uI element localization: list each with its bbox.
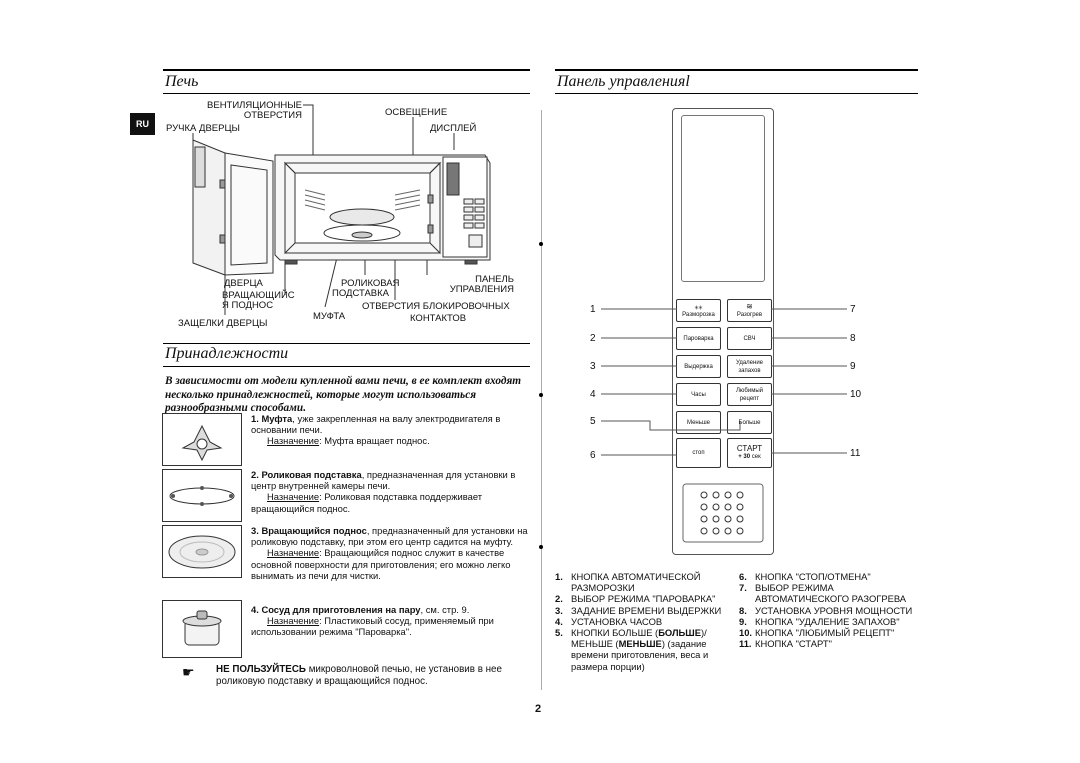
legend-left: 1.КНОПКА АВТОМАТИЧЕСКОЙ РАЗМОРОЗКИ 2.ВЫБ… (555, 571, 730, 672)
legend-item-2: 2.ВЫБОР РЕЖИМА "ПАРОВАРКА" (555, 593, 716, 605)
label-panel-2: УПРАВЛЕНИЯ (449, 284, 514, 295)
divider-dot-3 (539, 545, 543, 549)
oven-illustration (192, 104, 491, 315)
panel-title-underline (555, 93, 918, 94)
language-badge: RU (130, 113, 155, 135)
label-latch-holes-2: КОНТАКТОВ (410, 313, 467, 324)
callout-11: 11 (850, 448, 861, 459)
label-panel-1: ПАНЕЛЬ (475, 274, 514, 285)
divider-dot-2 (539, 393, 543, 397)
legend-right: 6.КНОПКА "СТОП/ОТМЕНА" 7.ВЫБОР РЕЖИМА АВ… (739, 571, 919, 649)
label-turntable-1: ВРАЩАЮЩИЙС (222, 290, 295, 301)
turntable-image (162, 525, 242, 578)
legend-item-4: 4.УСТАНОВКА ЧАСОВ (555, 615, 663, 627)
roller-ring-image (162, 469, 242, 522)
oven-title: Печь (165, 73, 199, 90)
divider-dot-1 (539, 242, 543, 246)
less-button[interactable]: Меньше (676, 411, 721, 434)
accessories-intro: В зависимости от модели купленной вами п… (165, 375, 522, 415)
start-button[interactable]: СТАРТ + 30 сек (727, 438, 772, 468)
callout-3: 3 (590, 361, 596, 372)
label-light: ОСВЕЩЕНИЕ (385, 107, 448, 118)
panel-top-rule (555, 69, 918, 71)
defrost-button[interactable]: ⁎⁎Разморозка (676, 299, 721, 322)
legend-item-5: 5.КНОПКИ БОЛЬШЕ (БОЛЬШЕ)/ МЕНЬШЕ (МЕНЬШЕ… (555, 627, 709, 672)
accessory-item-3: 3. Вращающийся поднос, предназначенный д… (251, 525, 528, 581)
accessories-title: Принадлежности (165, 345, 289, 362)
center-divider (541, 110, 542, 690)
legend-item-11: 11.КНОПКА "СТАРТ" (739, 638, 832, 650)
callout-7: 7 (850, 304, 856, 315)
label-vents-1: ВЕНТИЛЯЦИОННЫЕ (207, 100, 302, 111)
accessory-item-1: 1. Муфта, уже закрепленная на валу элект… (251, 413, 501, 447)
label-display: ДИСПЛЕЙ (430, 123, 477, 134)
callout-4: 4 (590, 389, 596, 400)
legend-item-6: 6.КНОПКА "СТОП/ОТМЕНА" (739, 571, 871, 582)
stop-button[interactable]: стоп (676, 438, 721, 468)
accessories-top-rule (163, 343, 530, 344)
accessories-title-underline (163, 366, 530, 367)
callout-1: 1 (590, 304, 596, 315)
callout-lines (601, 308, 847, 456)
turntable-warning: НЕ ПОЛЬЗУЙТЕСЬ микроволновой печью, не у… (216, 664, 502, 687)
legend-item-9: 9.КНОПКА "УДАЛЕНИЕ ЗАПАХОВ" (739, 615, 900, 627)
coupler-image (162, 413, 242, 466)
callout-2: 2 (590, 333, 596, 344)
label-roller-1: РОЛИКОВАЯ (341, 278, 400, 289)
callout-5: 5 (590, 416, 596, 427)
accessory-item-2: 2. Роликовая подставка, предназначенная … (251, 469, 516, 514)
label-latches: ЗАЩЕЛКИ ДВЕРЦЫ (178, 318, 268, 329)
legend-item-7: 7.ВЫБОР РЕЖИМА АВТОМАТИЧЕСКОГО РАЗОГРЕВА (739, 582, 907, 605)
oven-title-underline (163, 93, 530, 94)
label-handle: РУЧКА ДВЕРЦЫ (166, 123, 240, 134)
label-coupler: МУФТА (313, 311, 346, 322)
legend-item-1: 1.КНОПКА АВТОМАТИЧЕСКОЙ РАЗМОРОЗКИ (555, 571, 701, 594)
callout-10: 10 (850, 389, 862, 400)
legend-item-3: 3.ЗАДАНИЕ ВРЕМЕНИ ВЫДЕРЖКИ (555, 604, 722, 616)
more-button[interactable]: Больше (727, 411, 772, 434)
callout-6: 6 (590, 450, 596, 461)
steam-cooker-image (162, 600, 242, 658)
label-door: ДВЕРЦА (224, 278, 263, 289)
label-roller-2: ПОДСТАВКА (332, 288, 390, 299)
accessory-item-4: 4. Сосуд для приготовления на пару, см. … (251, 604, 494, 638)
oven-top-rule (163, 69, 530, 71)
legend-item-10: 10.КНОПКА "ЛЮБИМЫЙ РЕЦЕПТ" (739, 627, 895, 639)
label-turntable-2: Я ПОДНОС (222, 300, 274, 311)
clock-button[interactable]: Часы (676, 383, 721, 406)
control-panel-display (681, 115, 765, 282)
callout-9: 9 (850, 361, 856, 372)
label-vents-2: ОТВЕРСТИЯ (243, 110, 302, 121)
control-panel-title: Панель управленияl (557, 73, 690, 90)
callout-8: 8 (850, 333, 856, 344)
label-latch-holes-1: ОТВЕРСТИЯ БЛОКИРОВОЧНЫХ (362, 301, 510, 312)
control-panel-frame (672, 108, 774, 555)
legend-item-8: 8.УСТАНОВКА УРОВНЯ МОЩНОСТИ (739, 604, 913, 616)
hold-button[interactable]: Выдержка (676, 355, 721, 378)
page-number: 2 (535, 703, 542, 715)
numeric-keypad (682, 483, 764, 543)
reheat-button[interactable]: ≋Разогрев (727, 299, 772, 322)
pointing-hand-icon: ☛ (182, 664, 195, 680)
